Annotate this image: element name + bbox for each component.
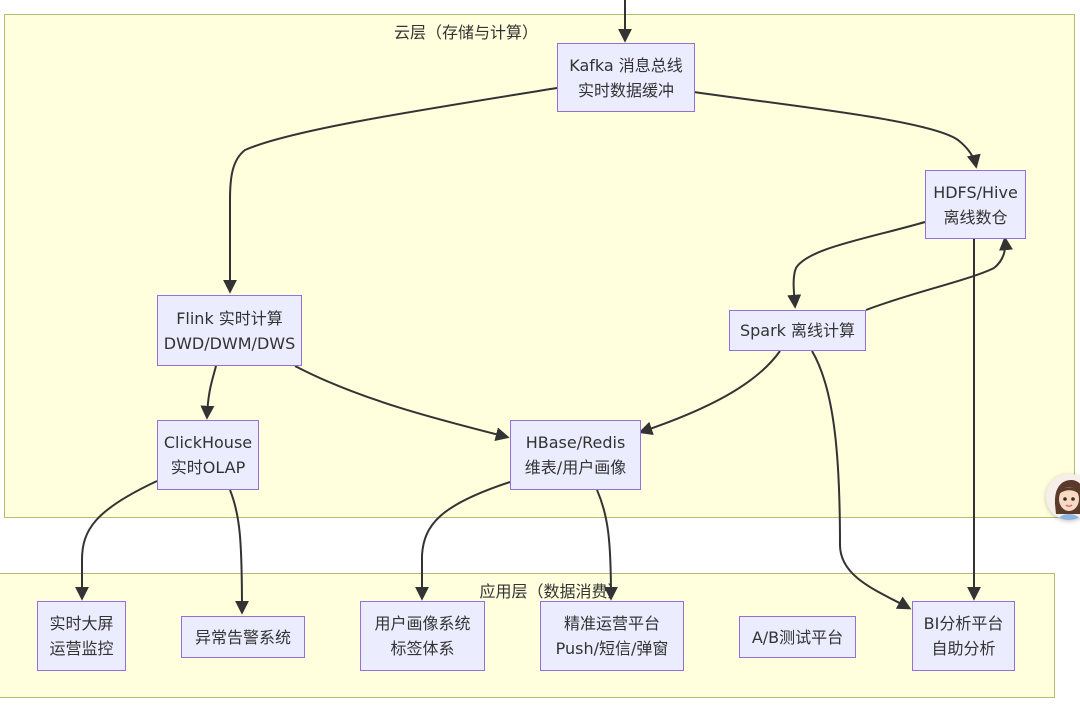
ab-test-node[interactable]: A/B测试平台 xyxy=(739,616,856,658)
edge-flink-clickhouse xyxy=(200,365,217,420)
marketing-node-subtitle: Push/短信/弹窗 xyxy=(555,639,669,658)
hdfs-node-subtitle: 离线数仓 xyxy=(943,207,1008,227)
profile-node-title: 用户画像系统 xyxy=(374,614,471,633)
app-layer-title: 应用层（数据消费） xyxy=(479,582,624,601)
edge-spark-hbase xyxy=(638,350,781,436)
avatar-face-icon xyxy=(1046,474,1080,520)
edge-clickhouse-alert xyxy=(229,489,249,615)
clickhouse-node[interactable]: ClickHouse 实时OLAP xyxy=(157,420,259,490)
edge-hbase-profile xyxy=(415,481,511,601)
abtest-node-title: A/B测试平台 xyxy=(751,627,844,647)
flink-node-title: Flink 实时计算 xyxy=(176,308,283,328)
bi-node-subtitle: 自助分析 xyxy=(931,639,996,658)
dashboard-node-title: 实时大屏 xyxy=(49,614,114,633)
assistant-avatar-icon[interactable] xyxy=(1046,474,1080,520)
bi-node-title: BI分析平台 xyxy=(923,614,1004,633)
realtime-dashboard-node[interactable]: 实时大屏 运营监控 xyxy=(37,601,126,671)
hbase-node-subtitle: 维表/用户画像 xyxy=(524,458,627,477)
hbase-redis-node[interactable]: HBase/Redis 维表/用户画像 xyxy=(510,420,641,490)
spark-node[interactable]: Spark 离线计算 xyxy=(729,310,866,351)
user-profile-node[interactable]: 用户画像系统 标签体系 xyxy=(360,601,485,671)
hdfs-hive-node[interactable]: HDFS/Hive 离线数仓 xyxy=(925,170,1026,239)
flink-node[interactable]: Flink 实时计算 DWD/DWM/DWS xyxy=(157,295,302,366)
app-layer-cluster: 应用层（数据消费） xyxy=(0,573,1055,698)
cloud-layer-title: 云层（存储与计算） xyxy=(393,23,538,42)
edge-spark-bi xyxy=(811,350,912,610)
marketing-node-title: 精准运营平台 xyxy=(563,614,660,633)
flink-node-subtitle: DWD/DWM/DWS xyxy=(163,333,296,353)
bi-platform-node[interactable]: BI分析平台 自助分析 xyxy=(912,601,1015,671)
profile-node-subtitle: 标签体系 xyxy=(390,639,455,658)
edge-kafka-hdfs xyxy=(693,91,981,169)
clickhouse-node-title: ClickHouse xyxy=(163,433,253,452)
edge-flink-hbase xyxy=(294,365,510,442)
spark-node-title: Spark 离线计算 xyxy=(739,321,856,340)
edge-hbase-marketing xyxy=(596,489,618,601)
hbase-node-title: HBase/Redis xyxy=(525,433,626,452)
dashboard-node-subtitle: 运营监控 xyxy=(49,639,114,658)
kafka-node-subtitle: 实时数据缓冲 xyxy=(577,80,674,100)
marketing-platform-node[interactable]: 精准运营平台 Push/短信/弹窗 xyxy=(540,601,684,671)
edge-clickhouse-dashboard xyxy=(75,480,158,601)
edge-hdfs-spark xyxy=(787,221,926,309)
kafka-node[interactable]: Kafka 消息总线 实时数据缓冲 xyxy=(557,43,695,112)
alert-node-title: 异常告警系统 xyxy=(194,627,291,647)
edge-kafka-flink xyxy=(223,87,558,294)
alert-system-node[interactable]: 异常告警系统 xyxy=(181,616,305,658)
hdfs-node-title: HDFS/Hive xyxy=(933,182,1018,202)
kafka-node-title: Kafka 消息总线 xyxy=(569,55,683,75)
edge-spark-hdfs xyxy=(865,236,1013,311)
clickhouse-node-subtitle: 实时OLAP xyxy=(170,458,246,477)
